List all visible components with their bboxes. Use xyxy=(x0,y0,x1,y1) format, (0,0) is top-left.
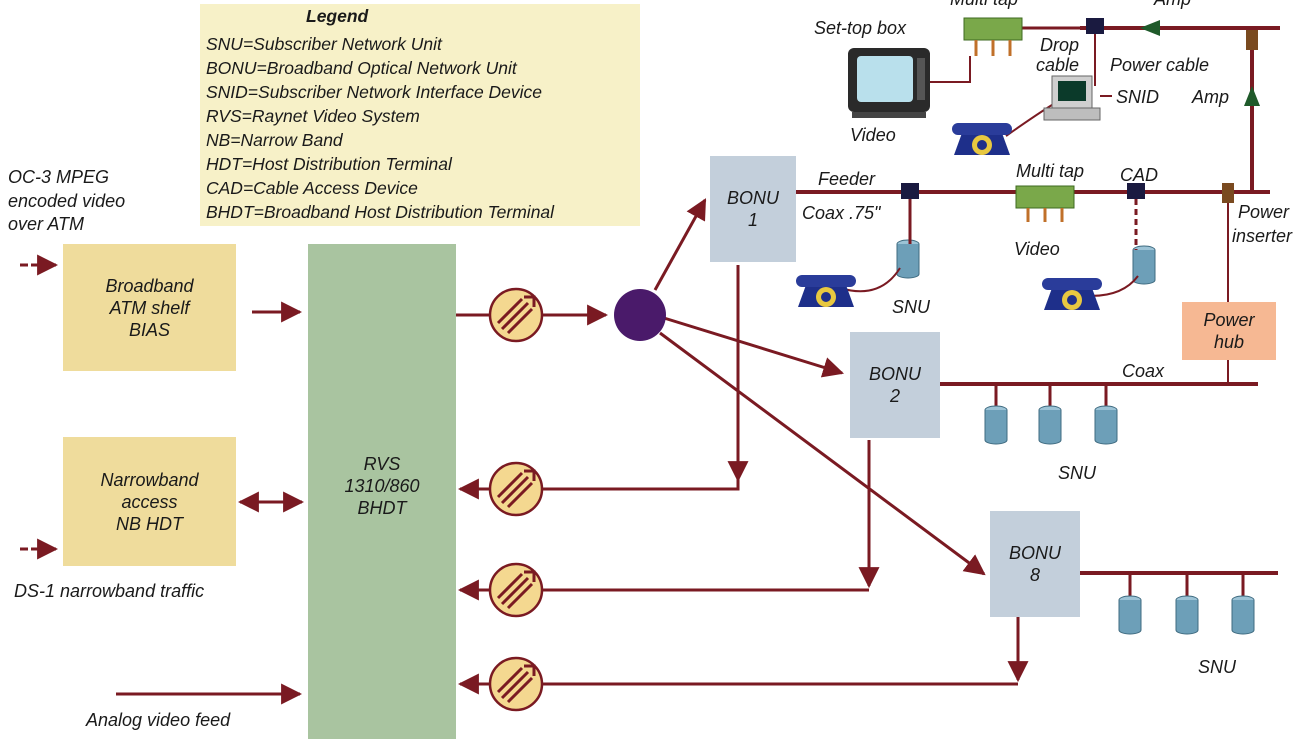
snu-icon xyxy=(984,405,1008,445)
feeder-label: Feeder xyxy=(818,169,876,189)
analog-feed-label: Analog video feed xyxy=(86,710,231,730)
legend-entry: SNID=Subscriber Network Interface Device xyxy=(206,82,543,102)
power-inserter-icon xyxy=(1222,183,1234,203)
legend-entry: BONU=Broadband Optical Network Unit xyxy=(206,58,517,78)
multi-tap-label: Multi tap xyxy=(1016,161,1085,181)
power-inserter-label: Power xyxy=(1238,202,1290,222)
amp-top-label: Amp xyxy=(1154,0,1191,10)
legend-entry: RVS=Raynet Video System xyxy=(206,106,420,126)
snid-icon xyxy=(1043,75,1101,121)
optical-transceiver-icon xyxy=(488,562,544,618)
set-top-box-label: Set-top box xyxy=(814,18,907,38)
snu-label: SNU xyxy=(1198,657,1237,677)
oc3-label-line: OC-3 MPEG xyxy=(8,167,110,187)
video-top-label: Video xyxy=(850,125,896,145)
snu-icon xyxy=(1038,405,1062,445)
coax-label: Coax xyxy=(1122,361,1165,381)
oc3-label-line: encoded video xyxy=(8,191,126,211)
coupler-icon xyxy=(901,183,919,199)
legend-entry: SNU=Subscriber Network Unit xyxy=(206,34,442,54)
optical-transceiver-icon xyxy=(488,287,544,343)
coupler-icon xyxy=(1086,18,1104,34)
power-hub-box: Power hub xyxy=(1182,302,1276,360)
legend-entry: NB=Narrow Band xyxy=(206,130,343,150)
snu-icon xyxy=(1231,595,1255,635)
drop-cable-label: cable xyxy=(1036,55,1080,75)
snu-icon xyxy=(896,239,920,279)
telephone-icon xyxy=(1042,278,1102,310)
multi-tap-icon xyxy=(963,17,1023,41)
amp-label: Amp xyxy=(1192,87,1230,107)
bonu-2-box: BONU 2 xyxy=(850,332,940,438)
multi-tap-icon xyxy=(1015,185,1075,209)
snu-label: SNU xyxy=(1058,463,1097,483)
telephone-icon xyxy=(952,123,1012,155)
telephone-icon xyxy=(796,275,856,307)
legend-entry: BHDT=Broadband Host Distribution Termina… xyxy=(206,202,555,222)
legend: Legend SNU=Subscriber Network Unit BONU=… xyxy=(200,4,640,226)
optical-transceiver-icon xyxy=(488,656,544,712)
cad-label: CAD xyxy=(1120,165,1159,185)
multi-tap-top-label: Multi tap xyxy=(950,0,1018,10)
cad-icon xyxy=(1127,183,1145,199)
snid-label: SNID xyxy=(1116,87,1160,107)
snu-icon xyxy=(1094,405,1118,445)
snu-icon xyxy=(1175,595,1199,635)
bonu-8-box: BONU 8 xyxy=(990,511,1080,617)
optical-splitter-icon xyxy=(614,289,666,341)
amplifier-icon xyxy=(1244,86,1260,106)
video-mid-label: Video xyxy=(1014,239,1060,259)
coax-075-label: Coax .75" xyxy=(802,203,881,223)
oc3-label-line: over ATM xyxy=(8,214,85,234)
power-cable-label: Power cable xyxy=(1110,55,1210,75)
legend-entry: HDT=Host Distribution Terminal xyxy=(206,154,452,174)
television-icon xyxy=(848,48,930,118)
snu-label: SNU xyxy=(892,297,931,317)
snu-icon xyxy=(1118,595,1142,635)
drop-cable-label: Drop xyxy=(1040,35,1080,55)
atm-shelf-box: Broadband ATM shelf BIAS xyxy=(63,244,236,371)
bonu-1-box: BONU 1 xyxy=(710,156,796,262)
legend-entry: CAD=Cable Access Device xyxy=(206,178,418,198)
ds1-label: DS-1 narrowband traffic xyxy=(14,581,205,601)
legend-title: Legend xyxy=(306,6,369,26)
optical-transceiver-icon xyxy=(488,461,544,517)
rvs-bhdt-box: RVS 1310/860 BHDT xyxy=(308,244,456,739)
amplifier-icon xyxy=(1140,20,1160,36)
power-inserter-label: inserter xyxy=(1232,226,1293,246)
narrowband-hdt-box: Narrowband access NB HDT xyxy=(63,437,236,566)
